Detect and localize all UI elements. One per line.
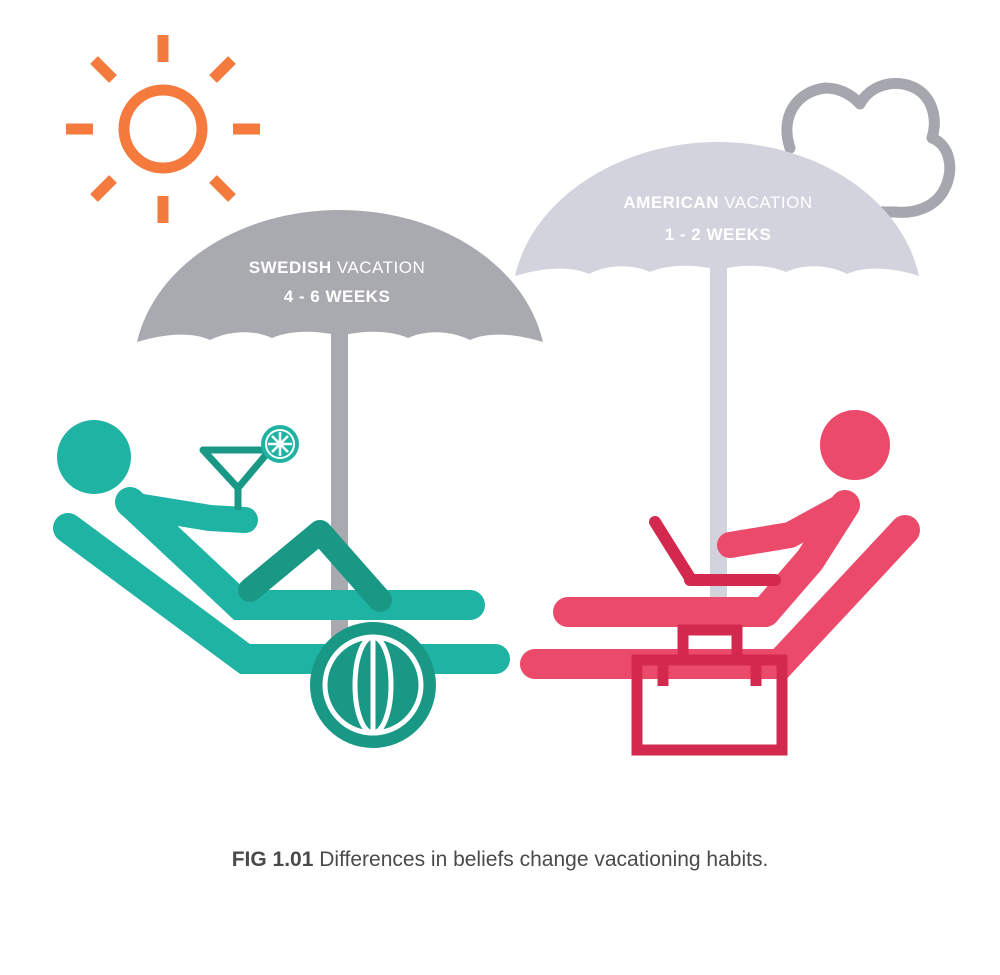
figure-caption-text: Differences in beliefs change vacationin… <box>319 848 769 871</box>
figure-caption: FIG 1.01 Differences in beliefs change v… <box>0 848 1000 872</box>
cocktail-icon <box>199 425 299 510</box>
laptop-icon <box>649 516 781 586</box>
american-title: AMERICAN VACATION <box>623 193 812 212</box>
american-person-head <box>820 410 890 480</box>
swedish-title: SWEDISH VACATION <box>249 258 425 277</box>
swedish-duration: 4 - 6 WEEKS <box>284 287 391 306</box>
american-umbrella-icon: AMERICAN VACATION 1 - 2 WEEKS <box>515 142 919 602</box>
swedish-lounger <box>53 487 510 674</box>
american-duration: 1 - 2 WEEKS <box>665 225 772 244</box>
sun-icon <box>66 35 260 223</box>
cloud-icon <box>781 77 956 218</box>
figure-label: FIG 1.01 <box>231 848 314 871</box>
swedish-person-head <box>57 420 131 494</box>
briefcase-icon <box>631 624 788 756</box>
beach-ball-icon <box>310 622 436 748</box>
swedish-umbrella-icon: SWEDISH VACATION 4 - 6 WEEKS <box>137 210 543 680</box>
